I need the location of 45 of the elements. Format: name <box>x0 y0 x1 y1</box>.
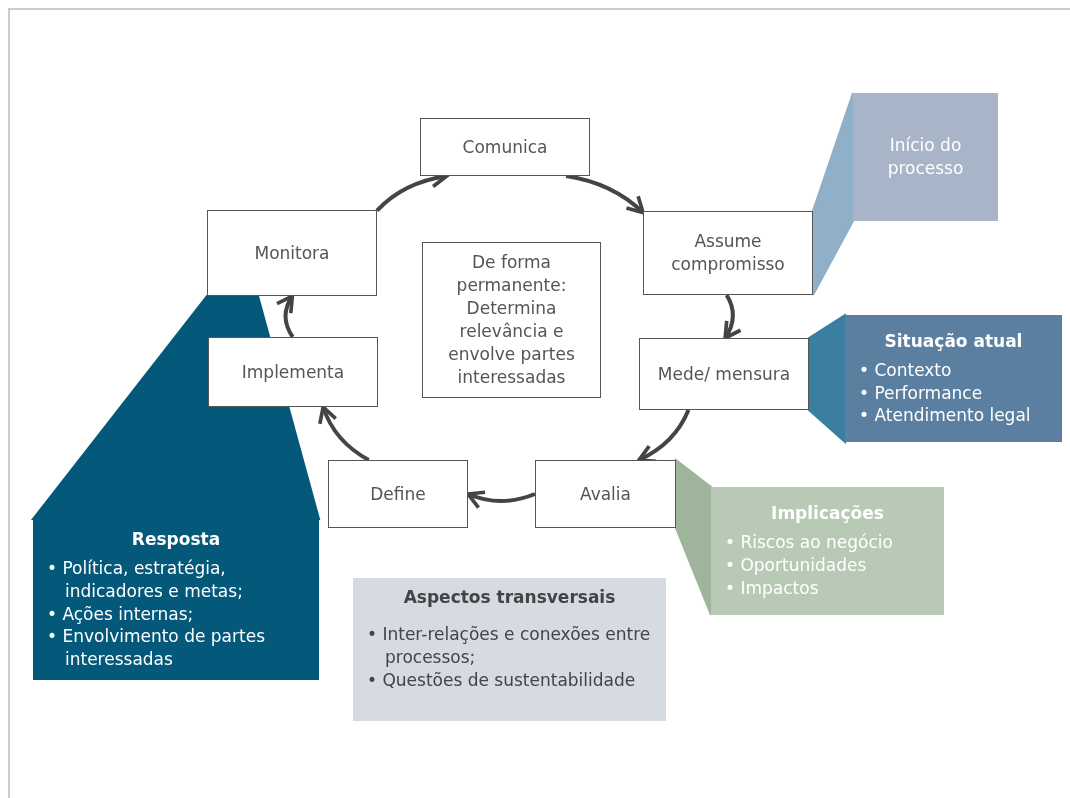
node-label: Implementa <box>241 360 345 384</box>
arrow <box>466 489 536 510</box>
callout-label: Início do processo <box>886 134 965 180</box>
process-box <box>420 118 590 176</box>
node-label: Monitora <box>254 241 330 265</box>
bullet-item: • Ações internas; <box>47 602 195 626</box>
callout-heading: Situação atual <box>884 329 1023 353</box>
node-label: Comunica <box>462 135 548 159</box>
node-label: Mede/ mensura <box>657 362 791 386</box>
arrow <box>275 294 295 339</box>
process-box <box>207 210 377 296</box>
callout-box <box>33 519 319 680</box>
process-box <box>208 337 378 407</box>
arrow <box>318 405 370 462</box>
callout-box <box>845 315 1062 442</box>
callout-wedge <box>808 313 846 445</box>
callout-box <box>853 93 998 221</box>
node-label: Avalia <box>580 482 631 506</box>
callout-box <box>711 487 944 615</box>
process-box <box>639 338 809 410</box>
callout-heading: Resposta <box>131 527 221 551</box>
callout-heading: Aspectos transversais <box>403 586 616 609</box>
bullet-item: • Oportunidades <box>725 554 868 577</box>
callout-wedge <box>675 457 712 616</box>
arrow <box>565 174 645 215</box>
callout-heading: Implicações <box>771 502 884 526</box>
note-box <box>422 242 601 398</box>
node-label: Assume compromisso <box>670 230 786 276</box>
bullet-item: • Envolvimento de partes interessadas <box>47 625 266 672</box>
bullet-item: • Atendimento legal <box>859 404 1031 428</box>
bullet-item: • Contexto <box>859 358 953 382</box>
bullet-item: • Política, estratégia, indicadores e metas; <box>47 556 244 603</box>
bullet-item: • Performance <box>859 381 984 405</box>
arrow <box>723 294 743 340</box>
callout-box <box>353 578 666 721</box>
bullet-item: • Inter-relações e conexões entre processos; <box>367 622 652 669</box>
bullet-item: • Riscos ao negócio <box>725 531 893 554</box>
bullet-item: • Questões de sustentabilidade <box>367 668 637 692</box>
process-box <box>535 460 676 528</box>
callout-wedge <box>812 92 854 296</box>
node-label: De forma permanente: Determina relevância e envolve partes interessadas <box>447 251 576 389</box>
bullet-item: • Impactos <box>725 576 820 600</box>
node-label: Define <box>370 482 426 506</box>
process-box <box>328 460 468 528</box>
process-box <box>643 211 813 295</box>
